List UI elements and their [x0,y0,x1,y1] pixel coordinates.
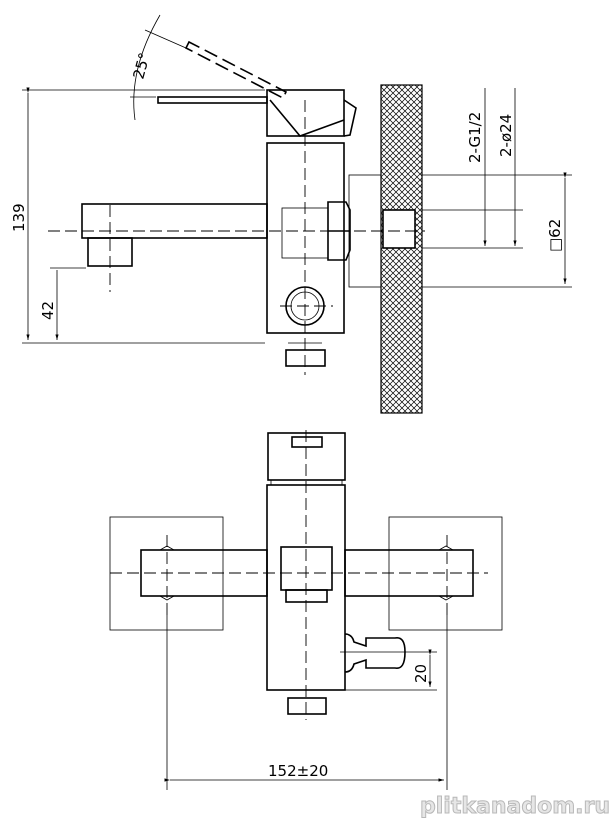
dim-offset-label: 20 [412,664,430,683]
dim-spacing-label: 152±20 [268,762,328,780]
dim-thread-label: 2-G1/2 [466,112,484,163]
dim-spout-height-label: 42 [39,301,57,320]
watermark: plitkanadom.ru [420,794,611,820]
top-view: 152±20 20 [109,430,503,790]
diverter-top [344,633,406,673]
wall-plate-right [388,516,503,631]
dim-pipe-diameter-label: 2-ø24 [497,114,515,157]
dim-height-label: 139 [10,203,28,232]
lever [157,96,268,104]
dim-angle-label: 25° [129,51,153,81]
body [266,142,345,334]
pipe-opening [382,209,416,249]
bottom-nut [285,349,326,367]
dim-flange-label: □62 [546,219,564,252]
wall-hatch [380,84,423,414]
wall-plate-left [109,516,224,631]
handle-head [266,89,345,137]
bottom-nut-top [287,697,327,715]
spout [81,203,268,239]
handle-cartridge [269,99,345,137]
handle-head-top [267,432,346,481]
side-view: 139 42 25° 2-G1/2 2-ø24 □62 [10,14,572,414]
lever-raised [184,40,288,100]
